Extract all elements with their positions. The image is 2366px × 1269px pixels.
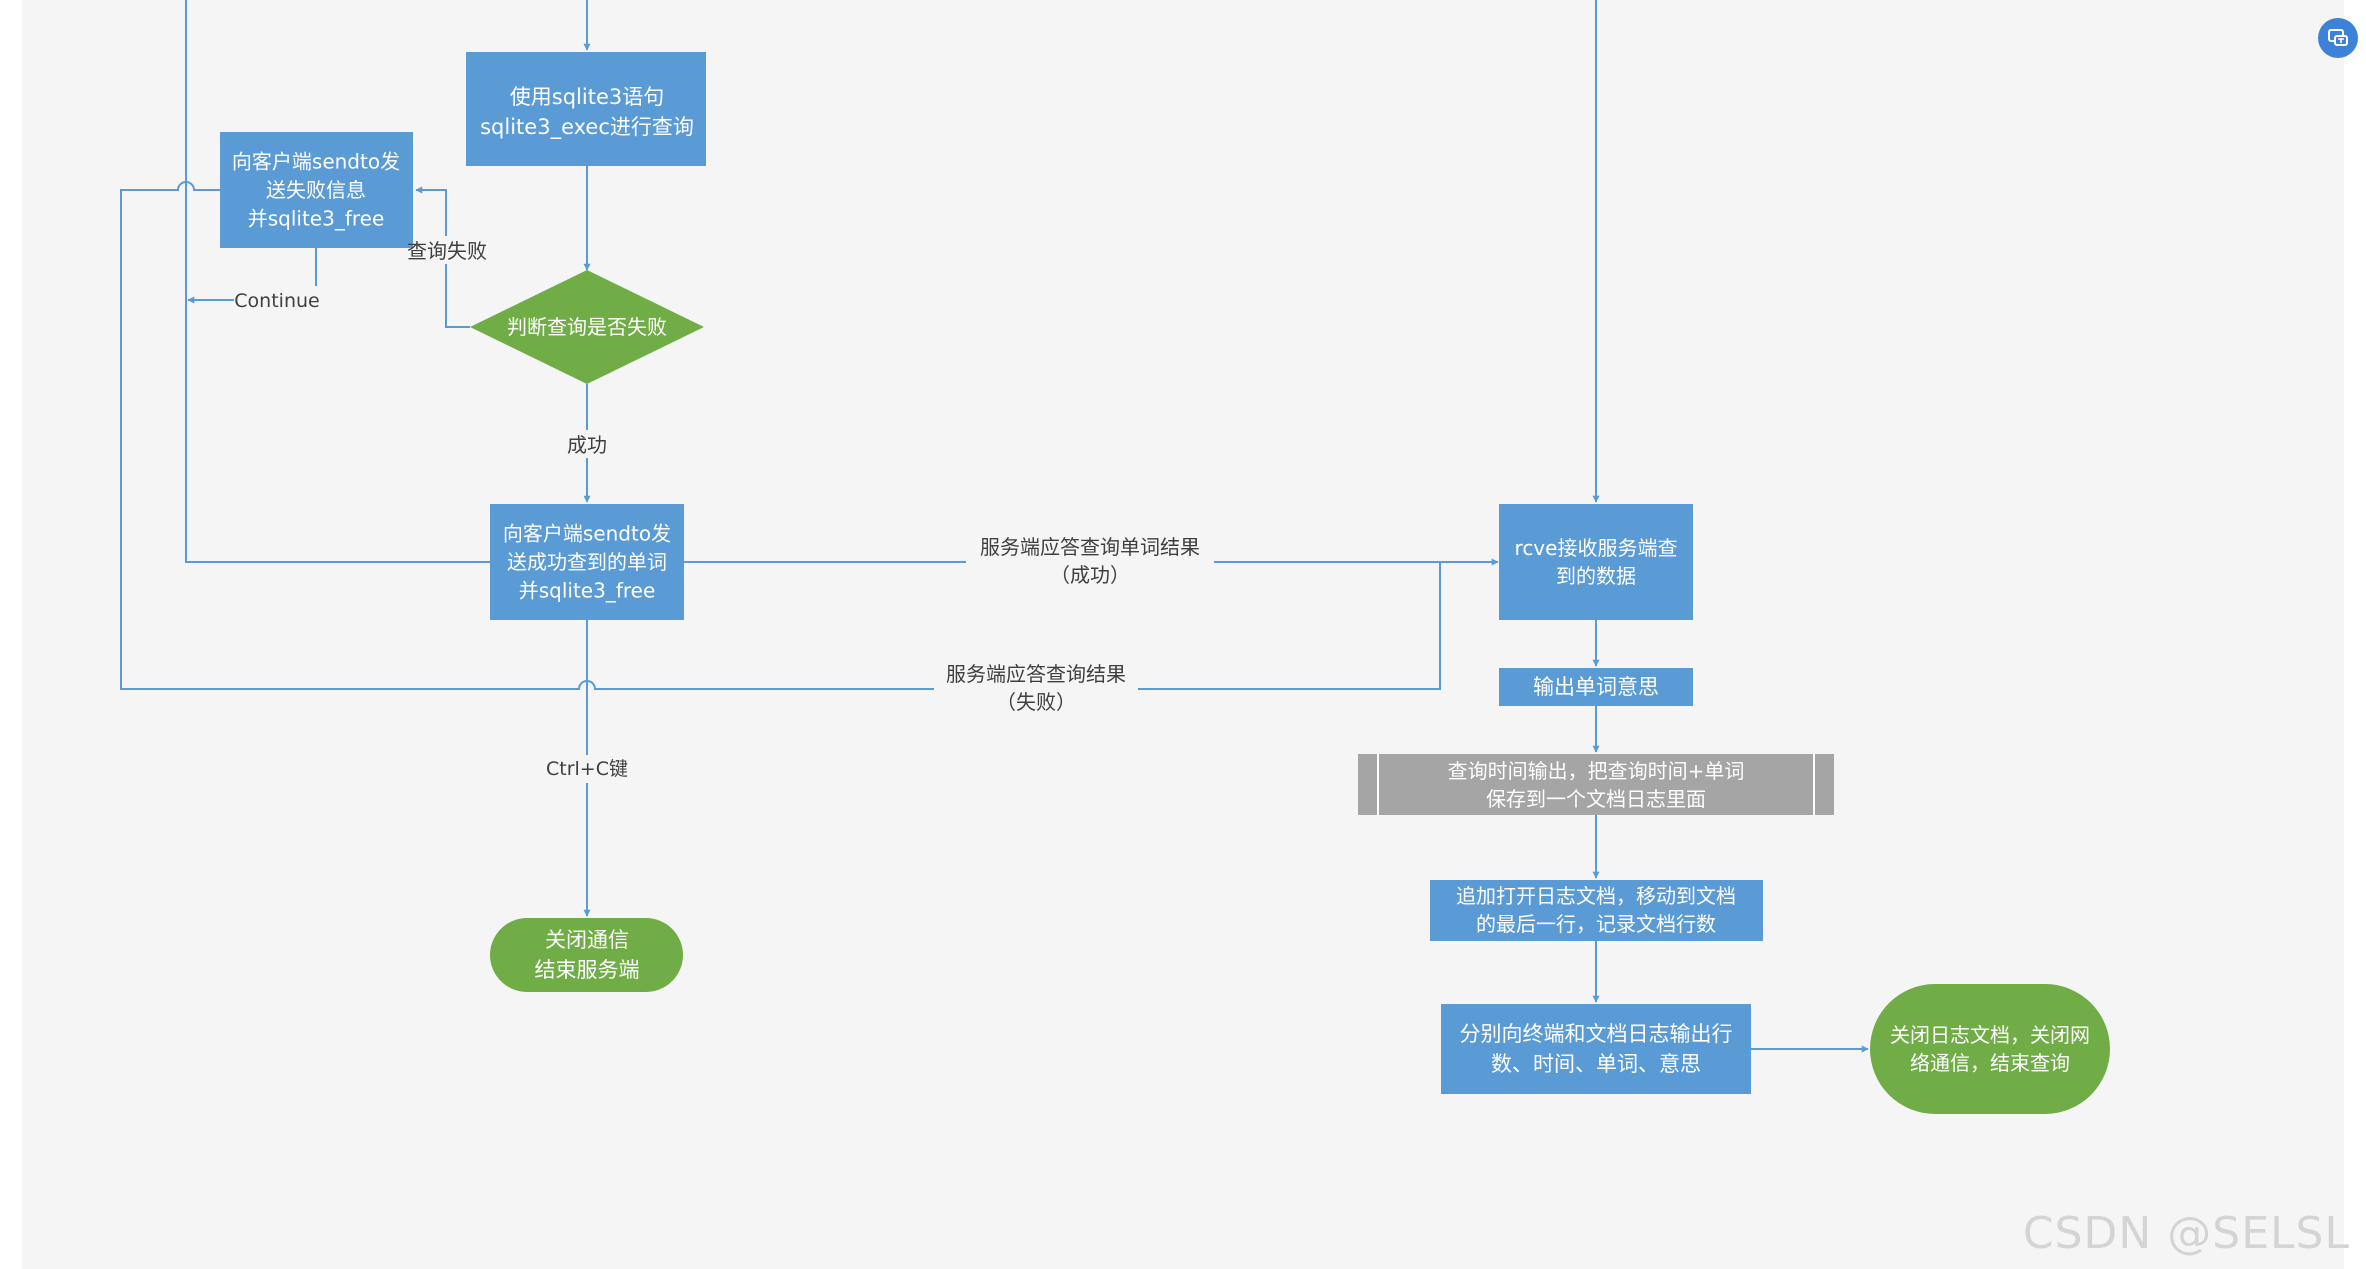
node-judge-fail[interactable]	[470, 270, 704, 384]
output-meaning-text-line: 输出单词意思	[1533, 675, 1659, 699]
success-label: 成功	[567, 433, 607, 457]
ctrl-c-label-line: Ctrl+C键	[546, 758, 628, 780]
print-out-text-line: 数、时间、单词、意思	[1491, 1052, 1701, 1076]
send-success-text-line: 并sqlite3_free	[519, 578, 656, 602]
save-log-text-line: 查询时间输出，把查询时间+单词	[1448, 759, 1745, 783]
node-send-fail[interactable]	[220, 132, 413, 248]
send-fail-text-line: 并sqlite3_free	[248, 206, 385, 230]
judge-fail-text-line: 判断查询是否失败	[507, 315, 667, 339]
reply-success-label-line: 服务端应答查询单词结果	[980, 535, 1200, 559]
watermark: CSDN @SELSL	[2022, 1208, 2350, 1259]
ctrl-c-label: Ctrl+C键	[546, 758, 628, 780]
judge-fail-text: 判断查询是否失败	[507, 315, 667, 339]
node-print-out[interactable]	[1441, 1004, 1751, 1094]
exec-query-text: 使用sqlite3语句 sqlite3_exec进行查询	[480, 85, 694, 140]
close-log-text: 关闭日志文档，关闭网络通信，结束查询	[1890, 1023, 2090, 1075]
node-open-log[interactable]	[1430, 880, 1763, 941]
query-fail-label: 查询失败	[407, 239, 487, 263]
open-log-text: 追加打开日志文档，移动到文档的最后一行，记录文档行数	[1456, 884, 1736, 936]
output-meaning-text: 输出单词意思	[1533, 675, 1659, 699]
node-recv-data[interactable]	[1499, 504, 1693, 620]
node-close-log[interactable]	[1870, 984, 2110, 1114]
nodes	[220, 52, 2110, 1114]
reply-success-label-line: （成功）	[1050, 563, 1130, 587]
print-out-text-line: 分别向终端和文档日志输出行	[1460, 1022, 1733, 1046]
save-log-text: 查询时间输出，把查询时间+单词保存到一个文档日志里面	[1448, 759, 1745, 811]
close-server-text-line: 关闭通信	[545, 928, 629, 952]
recv-data-text: rcve接收服务端查到的数据	[1515, 536, 1678, 588]
continue-label: Continue	[234, 290, 319, 312]
connectors	[120, 0, 1869, 1053]
close-server-text: 关闭通信结束服务端	[535, 928, 640, 982]
reply-fail-label: 服务端应答查询结果 （失败）	[946, 662, 1126, 714]
print-out-text: 分别向终端和文档日志输出行数、时间、单词、意思	[1460, 1022, 1733, 1076]
node-close-server[interactable]	[490, 918, 683, 992]
node-save-log[interactable]	[1358, 754, 1834, 815]
continue-label-line: Continue	[234, 290, 319, 312]
recv-data-text-line: 到的数据	[1556, 564, 1636, 588]
edge-label-backgrounds	[234, 236, 1214, 783]
success-label-line: 成功	[567, 433, 607, 457]
send-success-text-line: 送成功查到的单词	[507, 550, 667, 574]
reply-fail-label-line: （失败）	[996, 690, 1076, 714]
chat-translate-icon	[2326, 26, 2350, 50]
save-log-text-line: 保存到一个文档日志里面	[1486, 787, 1706, 811]
send-success-text: 向客户端sendto发送成功查到的单词并sqlite3_free	[503, 522, 671, 603]
translate-fab-button[interactable]	[2318, 18, 2358, 58]
query-fail-label-line: 查询失败	[407, 239, 487, 263]
send-fail-text-line: 向客户端sendto发	[232, 150, 400, 174]
close-log-text-line: 络通信，结束查询	[1910, 1051, 2070, 1075]
exec-query-text-line: 使用sqlite3语句	[510, 85, 664, 109]
send-fail-text-line: 送失败信息	[266, 178, 366, 202]
node-send-success[interactable]	[490, 504, 684, 620]
reply-success-label: 服务端应答查询单词结果 （成功）	[980, 535, 1200, 587]
node-output-meaning[interactable]	[1499, 668, 1693, 706]
send-fail-text: 向客户端sendto发送失败信息并sqlite3_free	[232, 150, 400, 231]
exec-query-text-line: sqlite3_exec进行查询	[480, 115, 694, 140]
close-log-text-line: 关闭日志文档，关闭网	[1890, 1023, 2090, 1047]
reply-fail-label-line: 服务端应答查询结果	[946, 662, 1126, 686]
node-exec-query[interactable]	[466, 52, 706, 166]
recv-data-text-line: rcve接收服务端查	[1515, 536, 1678, 560]
open-log-text-line: 的最后一行，记录文档行数	[1476, 912, 1716, 936]
open-log-text-line: 追加打开日志文档，移动到文档	[1456, 884, 1736, 908]
edge-reply-fail	[120, 181, 1441, 690]
send-success-text-line: 向客户端sendto发	[503, 522, 671, 546]
close-server-text-line: 结束服务端	[535, 958, 640, 982]
edge-success-loop	[185, 0, 490, 563]
